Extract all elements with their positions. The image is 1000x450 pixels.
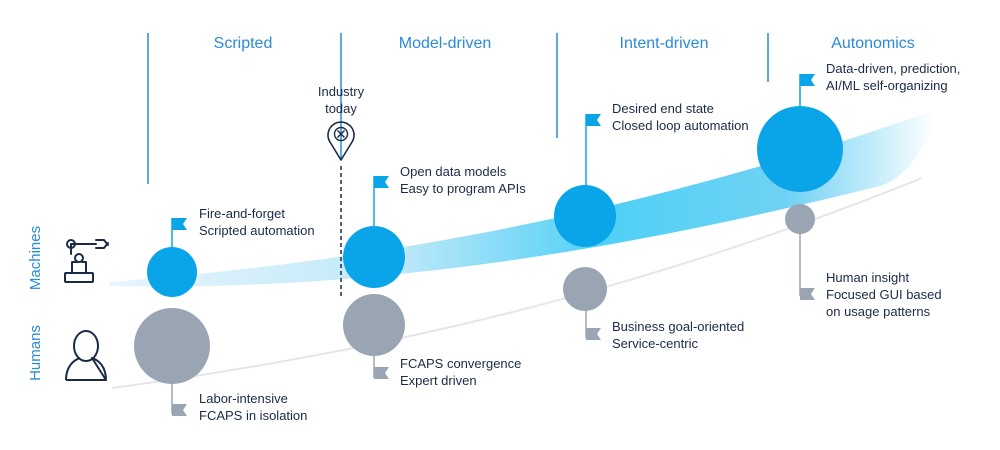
side-label-machines: Machines [27,226,44,290]
human-flag-model-driven [373,355,389,379]
machine-note-model-driven-1: Open data models [400,164,507,179]
human-note-intent-driven-2: Service-centric [612,336,698,351]
human-circle-scripted [134,308,210,384]
machine-note-model-driven-2: Easy to program APIs [400,181,526,196]
location-pin-x-icon [327,121,355,161]
human-flag-autonomics [799,234,815,300]
phase-label-autonomics: Autonomics [831,35,915,52]
machine-note-intent-driven-1: Desired end state [612,101,714,116]
human-circle-model-driven [343,294,405,356]
human-note-autonomics-2: Focused GUI based [826,287,942,302]
human-note-scripted-2: FCAPS in isolation [199,408,307,423]
human-note-intent-driven-1: Business goal-oriented [612,319,744,334]
machine-circle-scripted [147,247,197,297]
phase-label-model-driven: Model-driven [399,35,491,52]
human-flag-intent-driven [585,310,601,340]
person-icon [65,330,107,381]
machine-circle-model-driven [343,226,405,288]
machine-note-intent-driven-2: Closed loop automation [612,118,749,133]
human-circle-autonomics [785,204,815,234]
human-note-model-driven-2: Expert driven [400,373,477,388]
robot-arm-icon [64,239,109,283]
industry-today-label-2: today [325,101,357,116]
machine-flag-model-driven [373,176,389,228]
human-circle-intent-driven [563,267,607,311]
human-flag-scripted [171,384,187,416]
machine-circle-autonomics [757,106,843,192]
human-note-autonomics-3: on usage patterns [826,304,931,319]
machine-band [110,112,935,287]
side-label-humans: Humans [27,325,44,381]
machine-note-autonomics-2: AI/ML self-organizing [826,78,948,93]
human-note-scripted-1: Labor-intensive [199,391,288,406]
industry-today-label-1: Industry [318,84,365,99]
machine-note-autonomics-1: Data-driven, prediction, [826,61,960,76]
machine-note-scripted-2: Scripted automation [199,223,315,238]
machine-flag-intent-driven [585,114,601,186]
machine-note-scripted-1: Fire-and-forget [199,206,285,221]
machine-flag-autonomics [799,74,815,106]
phase-label-intent-driven: Intent-driven [620,35,709,52]
human-note-model-driven-1: FCAPS convergence [400,356,521,371]
phase-label-scripted: Scripted [214,35,273,52]
machine-circle-intent-driven [554,185,616,247]
human-note-autonomics-1: Human insight [826,270,909,285]
